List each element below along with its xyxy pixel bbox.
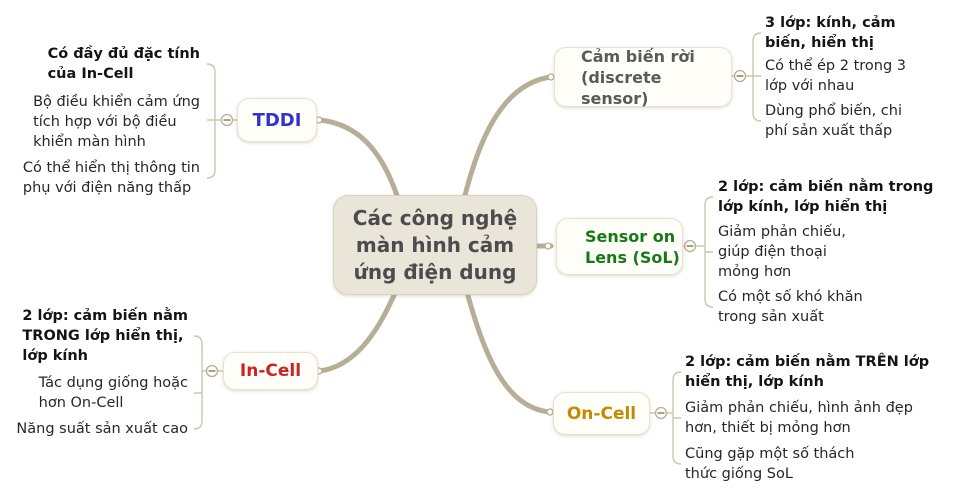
central-topic-node[interactable]: Các công nghệ màn hình cảm ứng điện dung (333, 195, 537, 295)
bracket-tddi (206, 63, 237, 179)
bracket-sensor-on-lens (683, 196, 714, 308)
mindmap-item[interactable]: 2 lớp: cảm biến nằm TRÊN lớp hiển thị, l… (685, 354, 930, 390)
mindmap-item[interactable]: Bộ điều khiển cảm ứng tích hợp với bộ đi… (33, 94, 200, 150)
link-dot-sensor-on-lens (544, 242, 552, 250)
topic-node-in-cell[interactable]: In-Cell (223, 352, 318, 390)
mindmap-item[interactable]: Dùng phổ biến, chi phí sản xuất thấp (765, 103, 902, 139)
topic-node-on-cell[interactable]: On-Cell (553, 392, 650, 435)
bracket-on-cell (650, 371, 682, 465)
mindmap-item[interactable]: Cũng gặp một số thách thức giống SoL (685, 446, 855, 482)
collapse-toggle-discrete-sensor[interactable] (733, 69, 747, 83)
mindmap-item[interactable]: Tác dụng giống hoặc hơn On-Cell (38, 375, 188, 411)
mindmap-item[interactable]: Năng suất sản xuất cao (16, 421, 188, 437)
collapse-toggle-tddi[interactable] (220, 113, 234, 127)
mindmap-item[interactable]: Có thể ép 2 trong 3 lớp với nhau (765, 58, 907, 94)
mindmap-item[interactable]: Có một số khó khăn trong sản xuất (718, 289, 863, 325)
collapse-toggle-sensor-on-lens[interactable] (683, 239, 697, 253)
collapse-toggle-on-cell[interactable] (654, 406, 668, 420)
mindmap-item[interactable]: Giảm phản chiếu, hình ảnh đẹp hơn, thiết… (685, 400, 913, 436)
mindmap-item[interactable]: 2 lớp: cảm biến nằm TRONG lớp hiển thị, … (22, 308, 188, 364)
mindmap-item[interactable]: Có đầy đủ đặc tính của In-Cell (47, 46, 200, 82)
mindmap-item[interactable]: 2 lớp: cảm biến nằm trong lớp kính, lớp … (718, 179, 934, 215)
mindmap-item[interactable]: Có thể hiển thị thông tin phụ với điện n… (22, 160, 200, 196)
mindmap-item[interactable]: 3 lớp: kính, cảm biến, hiển thị (765, 15, 896, 51)
topic-node-tddi[interactable]: TDDI (237, 98, 317, 142)
mindmap-item[interactable]: Giảm phản chiếu, giúp điện thoại mỏng hơ… (718, 224, 846, 280)
bracket-in-cell (193, 335, 223, 430)
topic-node-discrete-sensor[interactable]: Cảm biến rời (discrete sensor) (554, 47, 732, 108)
collapse-toggle-in-cell[interactable] (205, 364, 219, 378)
topic-node-sensor-on-lens[interactable]: Sensor on Lens (SoL) (556, 218, 683, 275)
bracket-discrete-sensor (732, 32, 762, 122)
